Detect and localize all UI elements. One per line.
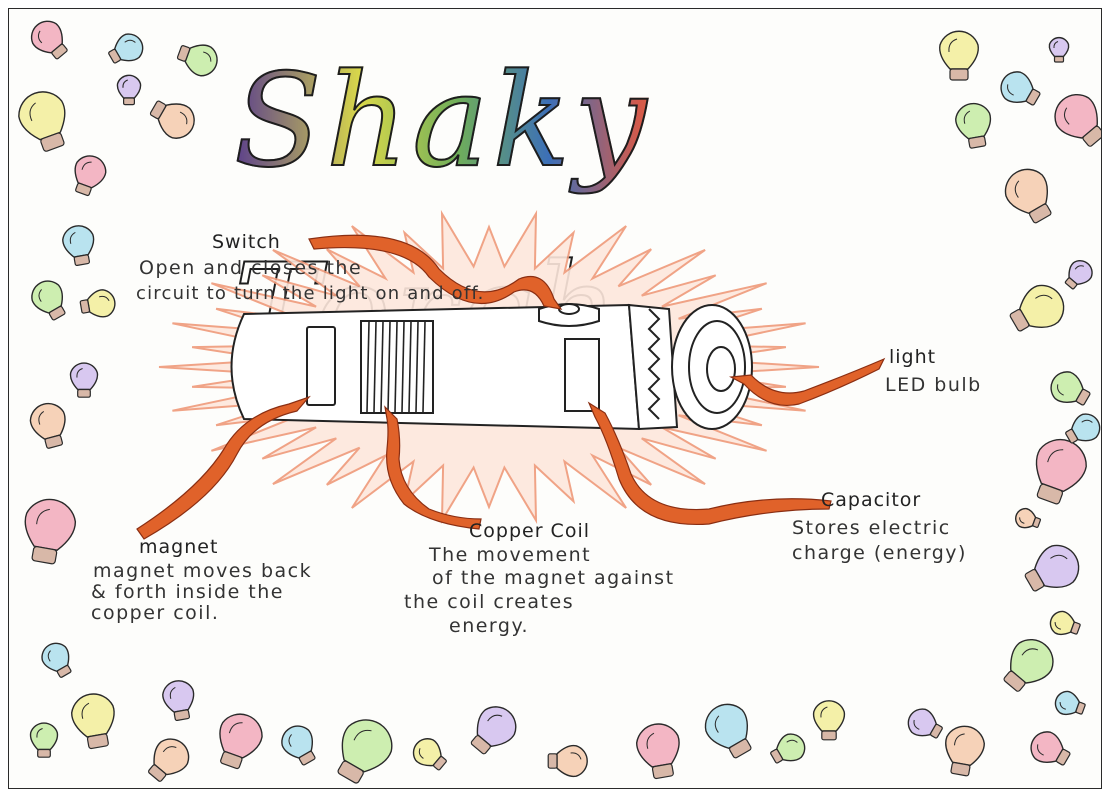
copper-coil-description-line-4: energy. [449, 616, 529, 637]
copper-coil-description-line-2: of the magnet against [432, 568, 675, 589]
switch-description-line-1: Open and closes the [139, 258, 362, 279]
magnet-label: magnet [139, 536, 218, 559]
copper-coil-label: Copper Coil [469, 520, 590, 543]
capacitor-description-line-1: Stores electric [792, 518, 951, 539]
light-label: light [889, 346, 936, 369]
copper-coil-description-line-3: the coil creates [404, 592, 574, 613]
switch-label: Switch [212, 231, 281, 254]
magnet-description-line-2: & forth inside the [91, 582, 284, 603]
magnet-description-line-3: copper coil. [91, 603, 219, 624]
light-description: LED bulb [885, 375, 982, 396]
switch-description-line-2: circuit to turn the light on and off. [136, 283, 485, 304]
capacitor-description-line-2: charge (energy) [792, 543, 967, 564]
copper-coil-description-line-1: The movement [429, 545, 591, 566]
magnet-description-line-1: magnet moves back [93, 561, 312, 582]
torch-diagram [9, 9, 1101, 788]
capacitor-label: Capacitor [821, 489, 921, 512]
poster: Shaky Torch [8, 8, 1102, 789]
